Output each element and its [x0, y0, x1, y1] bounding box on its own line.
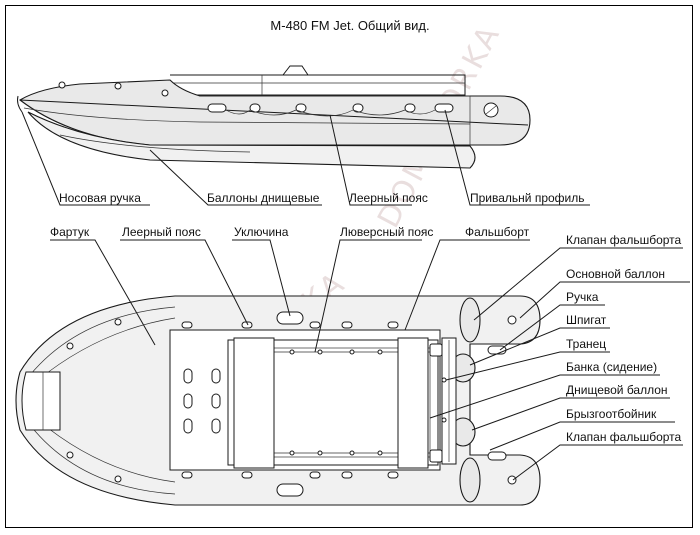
label-oarlock: Уключина [234, 225, 289, 239]
label-bench-seat: Банка (сидение) [566, 360, 657, 374]
side-bow-handle [17, 95, 23, 113]
label-grommet-belt: Люверсный пояс [340, 225, 433, 239]
top-view [15, 295, 541, 506]
label-handle: Ручка [566, 290, 599, 304]
top-rail-fittings [289, 349, 383, 456]
top-tube-end-upper [459, 297, 481, 343]
label-side-lifeline: Леерный пояс [349, 191, 428, 205]
label-spray-deflector: Брызгоотбойник [566, 407, 657, 421]
label-scupper: Шпигат [566, 313, 607, 327]
label-rubbing-strake: Привальнй профиль [470, 191, 585, 205]
side-bottom-tube [27, 111, 476, 169]
label-bottom-tube: Днищевой баллон [566, 383, 668, 397]
top-lifeline-grommets [181, 321, 399, 479]
side-deck-rail [170, 74, 466, 96]
label-bulwark-valve-top: Клапан фальшборта [566, 233, 682, 247]
top-oarlock-lower [276, 483, 304, 497]
top-bench-seat [397, 337, 429, 469]
top-tube-end-lower [459, 457, 481, 503]
top-bulwark-valve-upper [507, 315, 517, 325]
top-forward-bench [233, 337, 275, 469]
side-console [282, 65, 309, 76]
top-leaders [50, 239, 690, 481]
label-bulwark-valve-bottom: Клапан фальшборта [566, 430, 682, 444]
side-leaders [21, 109, 590, 206]
top-bow-apron [21, 371, 61, 431]
label-bulwark: Фальшборт [465, 225, 530, 239]
label-transom: Транец [566, 337, 606, 351]
side-lifeline-grommets [207, 103, 454, 117]
label-main-tube: Основной баллон [566, 267, 665, 281]
label-bow-handle: Носовая ручка [59, 191, 141, 205]
top-oarlock-upper [276, 311, 304, 325]
top-bow-grommets [183, 368, 221, 434]
label-apron: Фартук [50, 225, 90, 239]
top-stern-handle-lower [487, 451, 507, 461]
diagram-title: M-480 FM Jet. Общий вид. [270, 18, 429, 33]
label-top-lifeline: Леерный пояс [122, 225, 201, 239]
side-view [17, 65, 531, 169]
top-bulwark-valve-lower [507, 475, 517, 485]
label-bottom-tubes: Баллоны днищевые [207, 191, 320, 205]
